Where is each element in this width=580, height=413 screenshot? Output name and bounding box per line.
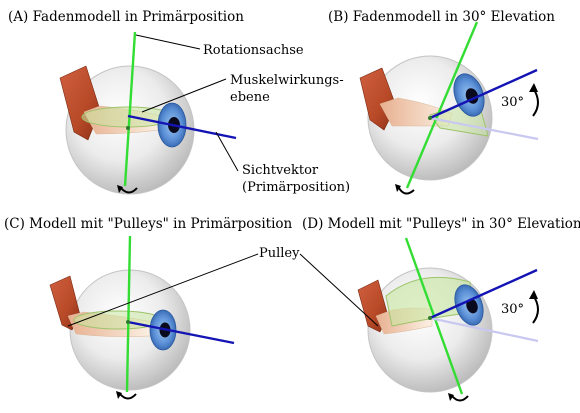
- sight-vector-a: [127, 114, 237, 140]
- rotation-arrow-d: [451, 395, 469, 402]
- rotation-arrowhead-a: [117, 185, 123, 193]
- elevation-arrowhead-b: [529, 83, 538, 92]
- muscle-plane-label-line1: Muskelwirkungs-: [230, 73, 344, 88]
- eye-center-a: [126, 126, 130, 130]
- rotation-axis-b: [405, 21, 479, 189]
- pulley-label: Pulley: [259, 246, 300, 261]
- rotation-axis-a: [123, 31, 137, 187]
- pupil-d: [466, 298, 478, 314]
- panel-a-title: (A) Fadenmodell in Primärposition: [8, 9, 244, 25]
- elevation-arrowhead-d: [529, 290, 538, 299]
- sight-vector-d: [429, 268, 538, 320]
- sight-vector-label-line2: (Primärposition): [242, 180, 351, 195]
- muscle-plane-label-line2: ebene: [230, 90, 270, 105]
- sight-vector-primary-b: [429, 116, 539, 141]
- sight-vector-c: [127, 320, 235, 345]
- panel-d-angle-label: 30°: [501, 302, 525, 317]
- rotation-arrowhead-b: [395, 184, 401, 192]
- rotation-arrow-a: [120, 187, 138, 194]
- sight-vector-primary-d: [429, 316, 539, 343]
- sight-vector-b: [429, 68, 538, 120]
- panel-d-title: (D) Modell mit "Pulleys" in 30° Elevatio…: [302, 216, 580, 232]
- panel-b: [359, 21, 539, 195]
- elevation-arrow-d: [532, 294, 539, 324]
- panel-b-title: (B) Fadenmodell in 30° Elevation: [328, 9, 555, 25]
- panel-c: [49, 235, 259, 400]
- rotation-arrow-c: [119, 393, 137, 400]
- rotation-arrow-b: [398, 187, 415, 195]
- panel-c-title: (C) Modell mit "Pulleys" in Primärpositi…: [4, 216, 293, 232]
- leader-pulley-c: [67, 253, 259, 327]
- rotation-axis-label: Rotationsachse: [203, 43, 304, 58]
- elevation-arrow-b: [532, 87, 539, 117]
- sight-vector-label-line1: Sichtvektor: [242, 163, 319, 178]
- panel-d: [299, 237, 539, 402]
- rotation-axis-c: [125, 235, 132, 393]
- rotation-arrowhead-d: [448, 393, 454, 401]
- panel-b-angle-label: 30°: [501, 95, 525, 110]
- eye-center-d: [428, 316, 432, 320]
- rotation-arrowhead-c: [116, 391, 122, 399]
- leader-pulley-d: [299, 253, 379, 327]
- eye-center-b: [428, 116, 432, 120]
- leader-sight-vector: [215, 131, 239, 172]
- leader-rotation-axis: [135, 34, 201, 50]
- eye-center-c: [126, 320, 130, 324]
- leader-muscle-plane: [141, 78, 227, 113]
- panel-a: [59, 31, 239, 195]
